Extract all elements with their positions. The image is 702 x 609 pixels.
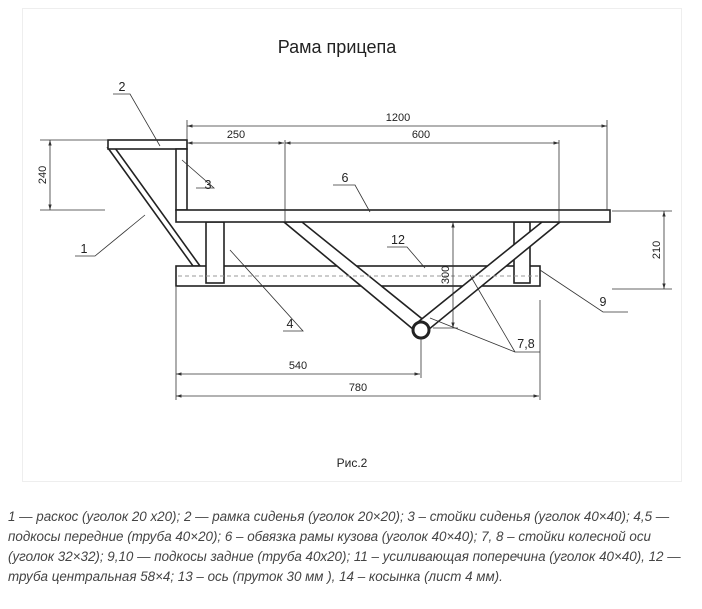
frame-members bbox=[106, 139, 611, 340]
dim-540: 540 bbox=[289, 360, 307, 372]
label-7-8: 7,8 bbox=[517, 337, 534, 351]
figure-title: Рама прицепа bbox=[278, 37, 397, 57]
dimension-lines bbox=[40, 93, 672, 400]
label-9: 9 bbox=[600, 295, 607, 309]
dim-240: 240 bbox=[37, 166, 49, 184]
trailer-frame-drawing: Рама прицепа bbox=[37, 37, 672, 470]
dim-300: 300 bbox=[440, 266, 452, 284]
seat-frame-2 bbox=[107, 139, 188, 150]
dim-780: 780 bbox=[349, 382, 367, 394]
dim-210: 210 bbox=[651, 241, 663, 259]
figure-panel bbox=[22, 8, 682, 482]
label-1: 1 bbox=[81, 242, 88, 256]
dim-600: 600 bbox=[412, 129, 430, 141]
label-3: 3 bbox=[205, 178, 212, 192]
axle-tube-12 bbox=[411, 320, 431, 340]
dim-250: 250 bbox=[227, 129, 245, 141]
body-frame-6 bbox=[175, 209, 611, 223]
label-2: 2 bbox=[119, 80, 126, 94]
label-4: 4 bbox=[287, 317, 294, 331]
seat-post-3 bbox=[175, 148, 188, 211]
label-6: 6 bbox=[342, 171, 349, 185]
label-12: 12 bbox=[391, 233, 405, 247]
figure-caption: 1 — раскос (уголок 20 х20); 2 — рамка си… bbox=[8, 509, 681, 584]
dim-1200: 1200 bbox=[386, 112, 410, 124]
figure-label: Рис.2 bbox=[337, 456, 368, 470]
front-strut-4 bbox=[205, 221, 225, 284]
